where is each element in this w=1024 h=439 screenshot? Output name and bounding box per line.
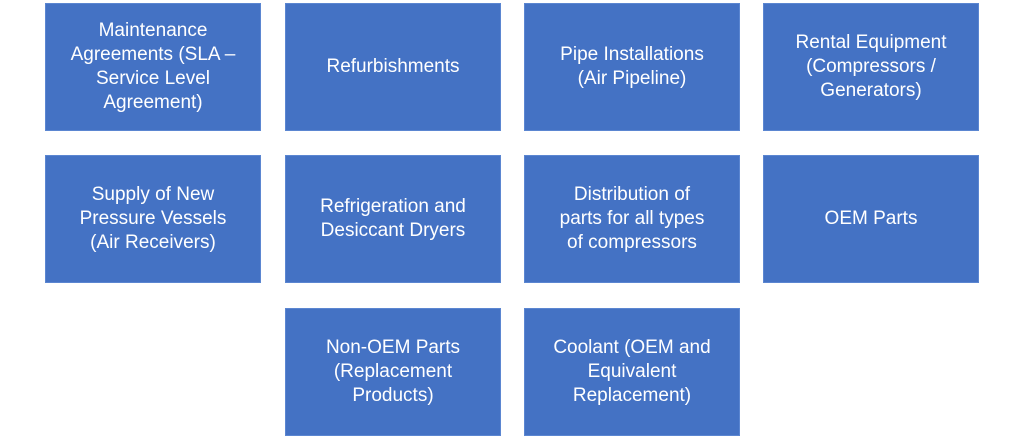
service-box-oem-parts: OEM Parts bbox=[763, 155, 979, 283]
service-box-dryers: Refrigeration and Desiccant Dryers bbox=[285, 155, 501, 283]
service-label: OEM Parts bbox=[824, 208, 918, 229]
service-box-rental-equipment: Rental Equipment (Compressors / Generato… bbox=[763, 3, 979, 131]
service-label: Non-OEM Parts (Replacement Products) bbox=[325, 337, 461, 406]
service-box-pressure-vessels: Supply of New Pressure Vessels (Air Rece… bbox=[45, 155, 261, 283]
service-label: Pipe Installations (Air Pipeline) bbox=[560, 44, 704, 89]
service-box-pipe-installations: Pipe Installations (Air Pipeline) bbox=[524, 3, 740, 131]
service-box-coolant: Coolant (OEM and Equivalent Replacement) bbox=[524, 308, 740, 436]
service-label: Maintenance Agreements (SLA – Service Le… bbox=[70, 20, 236, 113]
service-label: Refurbishments bbox=[326, 56, 460, 77]
service-box-maintenance-agreements: Maintenance Agreements (SLA – Service Le… bbox=[45, 3, 261, 131]
service-box-parts-distribution: Distribution of parts for all types of c… bbox=[524, 155, 740, 283]
service-box-non-oem-parts: Non-OEM Parts (Replacement Products) bbox=[285, 308, 501, 436]
service-label: Refrigeration and Desiccant Dryers bbox=[320, 196, 466, 241]
service-label: Distribution of parts for all types of c… bbox=[559, 184, 705, 253]
service-box-refurbishments: Refurbishments bbox=[285, 3, 501, 131]
service-label: Supply of New Pressure Vessels (Air Rece… bbox=[79, 184, 227, 253]
service-label: Coolant (OEM and Equivalent Replacement) bbox=[553, 337, 711, 406]
service-label: Rental Equipment (Compressors / Generato… bbox=[795, 32, 947, 101]
